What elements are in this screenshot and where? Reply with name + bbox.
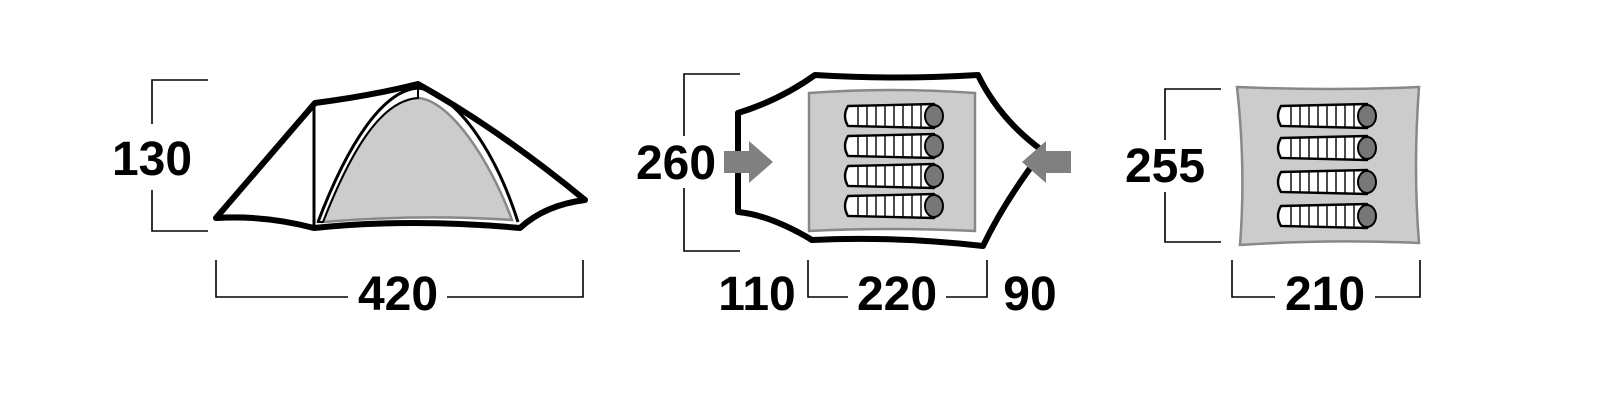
height-bracket-top: [151, 79, 208, 124]
width-bracket-top: [683, 73, 740, 136]
sleeping-bag-icon: [1276, 134, 1378, 162]
left-entrance-arrow-icon: [724, 141, 773, 183]
right-entrance-arrow-icon: [1022, 141, 1071, 183]
inner-tent-length-label: 210: [1285, 268, 1365, 321]
inner-width-bracket-bottom: [1164, 192, 1221, 243]
side-height-label: 130: [112, 133, 192, 186]
inner-length-label: 220: [857, 268, 937, 321]
top-width-label: 260: [636, 137, 716, 190]
width-bracket-bottom: [683, 188, 740, 252]
inner-tent-view: 255 210: [1125, 85, 1421, 321]
vestibule-right-label: 90: [1003, 268, 1056, 321]
sleeping-bag-icon: [843, 102, 945, 130]
side-view-tent-drawing: [213, 81, 588, 231]
sleeping-bag-icon: [843, 162, 945, 190]
sleeping-bag-icon: [843, 132, 945, 160]
inner-length-bracket-right: [946, 260, 988, 298]
vestibule-left-label: 110: [718, 268, 795, 321]
side-length-label: 420: [358, 268, 438, 321]
length-bracket-right: [447, 260, 584, 298]
height-bracket-bottom: [151, 190, 208, 232]
sleeping-bag-icon: [1276, 168, 1378, 196]
inner-width-label: 255: [1125, 140, 1205, 193]
inner-length-bracket-right: [1375, 260, 1421, 298]
side-view: 130 420: [112, 79, 588, 321]
sleeping-bag-icon: [843, 192, 945, 220]
inner-length-bracket-left: [807, 260, 848, 298]
sleeping-bag-icon: [1276, 102, 1378, 130]
inner-width-bracket-top: [1164, 88, 1221, 140]
sleeping-bag-icon: [1276, 202, 1378, 230]
inner-length-bracket-left: [1231, 260, 1275, 298]
top-view: 260 110 220 90: [636, 72, 1071, 321]
length-bracket-left: [215, 260, 348, 298]
